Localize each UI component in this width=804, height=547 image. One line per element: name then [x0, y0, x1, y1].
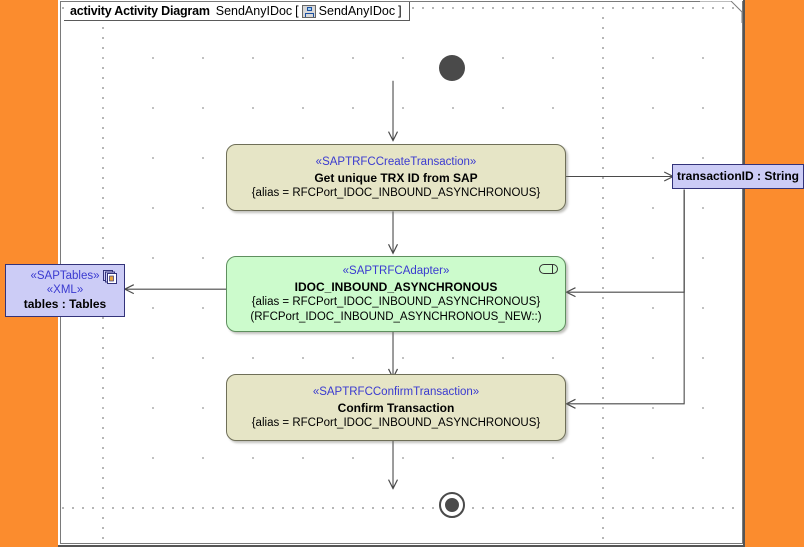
multi-instance-stack-icon — [103, 270, 117, 284]
action-name: IDOC_INBOUND_ASYNCHRONOUS — [294, 279, 498, 294]
action-node-idoc-inbound-asynchronous[interactable]: «SAPTRFCAdapter» IDOC_INBOUND_ASYNCHRONO… — [226, 256, 566, 332]
action-property: {alias = RFCPort_IDOC_INBOUND_ASYNCHRONO… — [251, 416, 541, 429]
object-label: transactionID : String — [676, 169, 799, 183]
action-property-2: (RFCPort_IDOC_INBOUND_ASYNCHRONOUS_NEW::… — [250, 310, 542, 323]
activity-final-node[interactable] — [439, 492, 465, 518]
diagram-canvas[interactable]: activity Activity Diagram SendAnyIDoc [ … — [58, 0, 804, 547]
stereotype-label: «SAPTRFCCreateTransaction» — [315, 155, 477, 168]
object-label: tables : Tables — [23, 297, 107, 311]
bracket-open: [ — [295, 4, 299, 18]
object-node-tables[interactable]: «SAPTables» «XML» tables : Tables — [5, 264, 125, 317]
diagram-inner-name: SendAnyIDoc — [318, 4, 396, 18]
action-node-get-unique-trx-id[interactable]: «SAPTRFCCreateTransaction» Get unique TR… — [226, 144, 566, 211]
action-name: Get unique TRX ID from SAP — [314, 170, 478, 185]
diagram-name: SendAnyIDoc — [215, 4, 293, 18]
stereotype-label: «SAPTRFCConfirmTransaction» — [312, 385, 480, 398]
action-property-1: {alias = RFCPort_IDOC_INBOUND_ASYNCHRONO… — [251, 295, 541, 308]
diagram-header-tab[interactable]: activity Activity Diagram SendAnyIDoc [ … — [64, 2, 410, 21]
stereotype-label-1: «SAPTables» — [30, 270, 100, 282]
stereotype-label: «SAPTRFCAdapter» — [342, 264, 450, 277]
diagram-frame-top-edge — [60, 1, 700, 2]
activity-diagram-icon — [301, 4, 316, 18]
object-node-transaction-id[interactable]: transactionID : String — [672, 164, 804, 189]
action-property: {alias = RFCPort_IDOC_INBOUND_ASYNCHRONO… — [251, 186, 541, 199]
initial-node[interactable] — [439, 55, 465, 81]
action-name: Confirm Transaction — [337, 400, 455, 415]
bracket-close: ] — [398, 4, 402, 18]
diagram-keyword: activity Activity Diagram — [70, 4, 210, 18]
stereotype-label-2: «XML» — [46, 284, 84, 296]
rake-port-icon — [539, 264, 558, 274]
action-node-confirm-transaction[interactable]: «SAPTRFCConfirmTransaction» Confirm Tran… — [226, 374, 566, 441]
